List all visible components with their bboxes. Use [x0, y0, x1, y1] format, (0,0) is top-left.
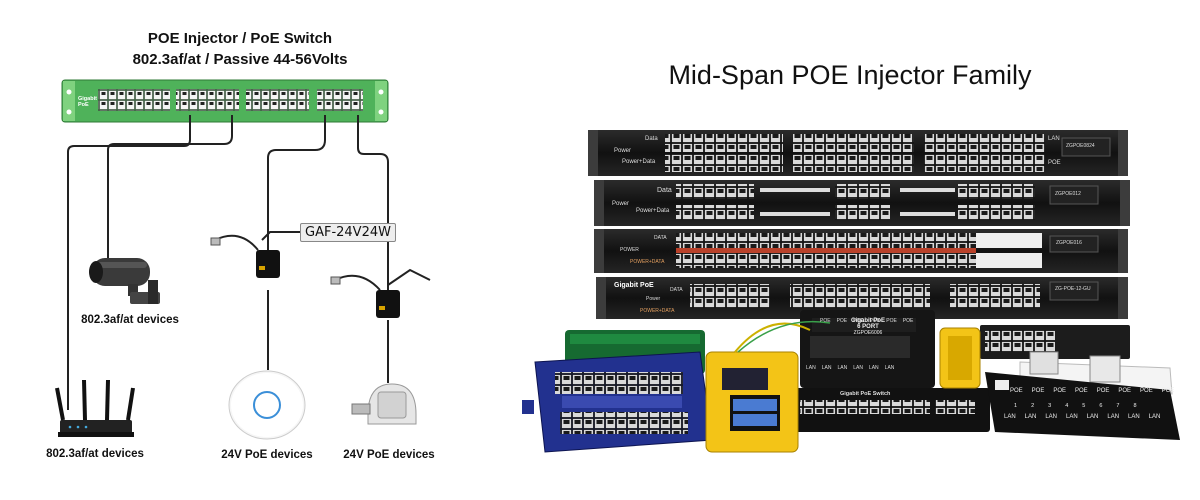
strip-num-6: 6 [1099, 403, 1103, 409]
unit2-power-label: Power [612, 201, 630, 207]
unit3-powerdata-label: POWER+DATA [630, 259, 665, 265]
six-port-bottom-5: LAN [868, 365, 879, 371]
desktop-switch-label: Gigabit PoE Switch [840, 391, 891, 397]
outdoor-radio-device [351, 383, 417, 425]
six-port-injector [800, 310, 935, 388]
strip-num-2: 2 [1031, 403, 1035, 409]
product-family-title: Mid-Span POE Injector Family [668, 60, 1032, 90]
router-label: 802.3af/at devices [46, 448, 144, 460]
rack-unit-2 [594, 180, 1130, 226]
strip-num-4: 4 [1065, 403, 1069, 409]
unit3-data-label: DATA [654, 235, 667, 241]
rack-unit-3 [594, 229, 1128, 273]
strip-top-7: POE [1140, 388, 1153, 394]
six-port-top-3: POE [853, 318, 864, 324]
unit4-data-label: DATA [670, 287, 683, 293]
strip-bottom-3: LAN [1045, 414, 1058, 420]
unit1-powerdata-label: Power+Data [622, 159, 656, 165]
six-port-top-2: POE [836, 318, 848, 324]
black-eight-port-strip [985, 372, 1180, 440]
ap-label: 24V PoE devices [221, 449, 313, 461]
strip-top-2: POE [1031, 388, 1045, 394]
strip-num-7: 7 [1116, 403, 1120, 409]
six-port-bottom-1: LAN [806, 365, 816, 371]
panel-brand: Gigabit PoE [78, 96, 97, 108]
rack-unit-1 [588, 130, 1128, 176]
rack-unit-5 [980, 325, 1130, 359]
unit1-lan-label: LAN [1048, 136, 1060, 142]
adapter-model-tag: GAF-24V24W [300, 223, 396, 242]
strip-number-labels: 1 2 3 4 5 6 7 8 [1014, 403, 1137, 409]
six-port-brand: Gigabit PoE [850, 318, 885, 324]
strip-top-5: POE [1096, 388, 1110, 394]
yellow-small-tester [939, 327, 981, 389]
yellow-poe-tester [705, 320, 831, 453]
strip-num-1: 1 [1014, 403, 1018, 409]
six-port-subtitle: 6 PORT [857, 324, 879, 330]
strip-num-3: 3 [1048, 403, 1052, 409]
blue-wall-injector [522, 351, 713, 453]
strip-num-5: 5 [1082, 403, 1086, 409]
six-port-top-5: POE [886, 318, 897, 324]
diagram-title-line1: POE Injector / PoE Switch [147, 30, 333, 47]
strip-bottom-1: LAN [1004, 414, 1016, 420]
unit2-powerdata-label: Power+Data [636, 208, 670, 214]
diagram-title-line2: 802.3af/at / Passive 44-56Volts [132, 51, 348, 68]
six-port-injector-label: Gigabit PoE 6 PORT ZGPOE6006 [828, 318, 908, 336]
unit1-model: ZGPOE0824 [1066, 143, 1095, 149]
unit3-power-label: POWER [620, 247, 639, 253]
six-port-bottom-2: LAN [821, 365, 832, 371]
strip-bottom-labels: LAN LAN LAN LAN LAN LAN LAN LAN [1004, 414, 1160, 420]
six-port-top-labels: POE POE POE POE POE POE [820, 318, 913, 324]
unit1-power-label: Power [614, 148, 632, 154]
unit3-model: ZGPOE016 [1056, 240, 1082, 246]
strip-bottom-4: LAN [1066, 414, 1078, 420]
unit2-model: ZGPOE012 [1055, 191, 1081, 197]
poe-adapter-1 [210, 231, 300, 278]
access-point-device [228, 370, 306, 440]
strip-bottom-2: LAN [1024, 414, 1037, 420]
strip-top-8: POE [1161, 388, 1175, 394]
strip-top-1: POE [1010, 388, 1023, 394]
strip-bottom-7: LAN [1128, 414, 1140, 420]
poe-adapter-2 [330, 268, 431, 318]
strip-top-labels: POE POE POE POE POE POE POE POE [1010, 388, 1174, 394]
strip-top-4: POE [1075, 388, 1088, 394]
green-poe-panel [61, 79, 389, 123]
six-port-bottom-4: LAN [853, 365, 863, 371]
unit2-data-label: Data [657, 187, 672, 194]
unit4-model: ZG-POE-12-GU [1055, 286, 1091, 292]
six-port-bottom-3: LAN [837, 365, 848, 371]
camera-label: 802.3af/at devices [81, 314, 179, 326]
six-port-top-1: POE [820, 318, 831, 324]
strip-bottom-6: LAN [1107, 414, 1120, 420]
radio-label: 24V PoE devices [343, 449, 435, 461]
unit4-brand: Gigabit PoE [614, 282, 654, 289]
unit1-data-label: Data [645, 136, 658, 142]
unit4-power-label: Power [646, 296, 661, 302]
diagram-title: POE Injector / PoE Switch 802.3af/at / P… [120, 28, 360, 70]
six-port-model: ZGPOE6006 [853, 330, 883, 336]
six-port-bottom-6: LAN [884, 365, 895, 371]
six-port-bottom-labels: LAN LAN LAN LAN LAN LAN [806, 365, 894, 371]
strip-bottom-8: LAN [1148, 414, 1161, 420]
camera-device [89, 258, 160, 304]
router-device [55, 379, 135, 437]
strip-top-3: POE [1053, 388, 1067, 394]
six-port-top-4: POE [869, 318, 881, 324]
strip-top-6: POE [1118, 388, 1132, 394]
strip-num-8: 8 [1133, 403, 1137, 409]
six-port-top-6: POE [902, 318, 914, 324]
unit1-poe-label: POE [1048, 160, 1061, 166]
desktop-poe-switch [790, 388, 990, 432]
rack-unit-4 [596, 277, 1128, 319]
strip-bottom-5: LAN [1086, 414, 1099, 420]
unit4-powerdata-label: POWER+DATA [640, 308, 675, 314]
